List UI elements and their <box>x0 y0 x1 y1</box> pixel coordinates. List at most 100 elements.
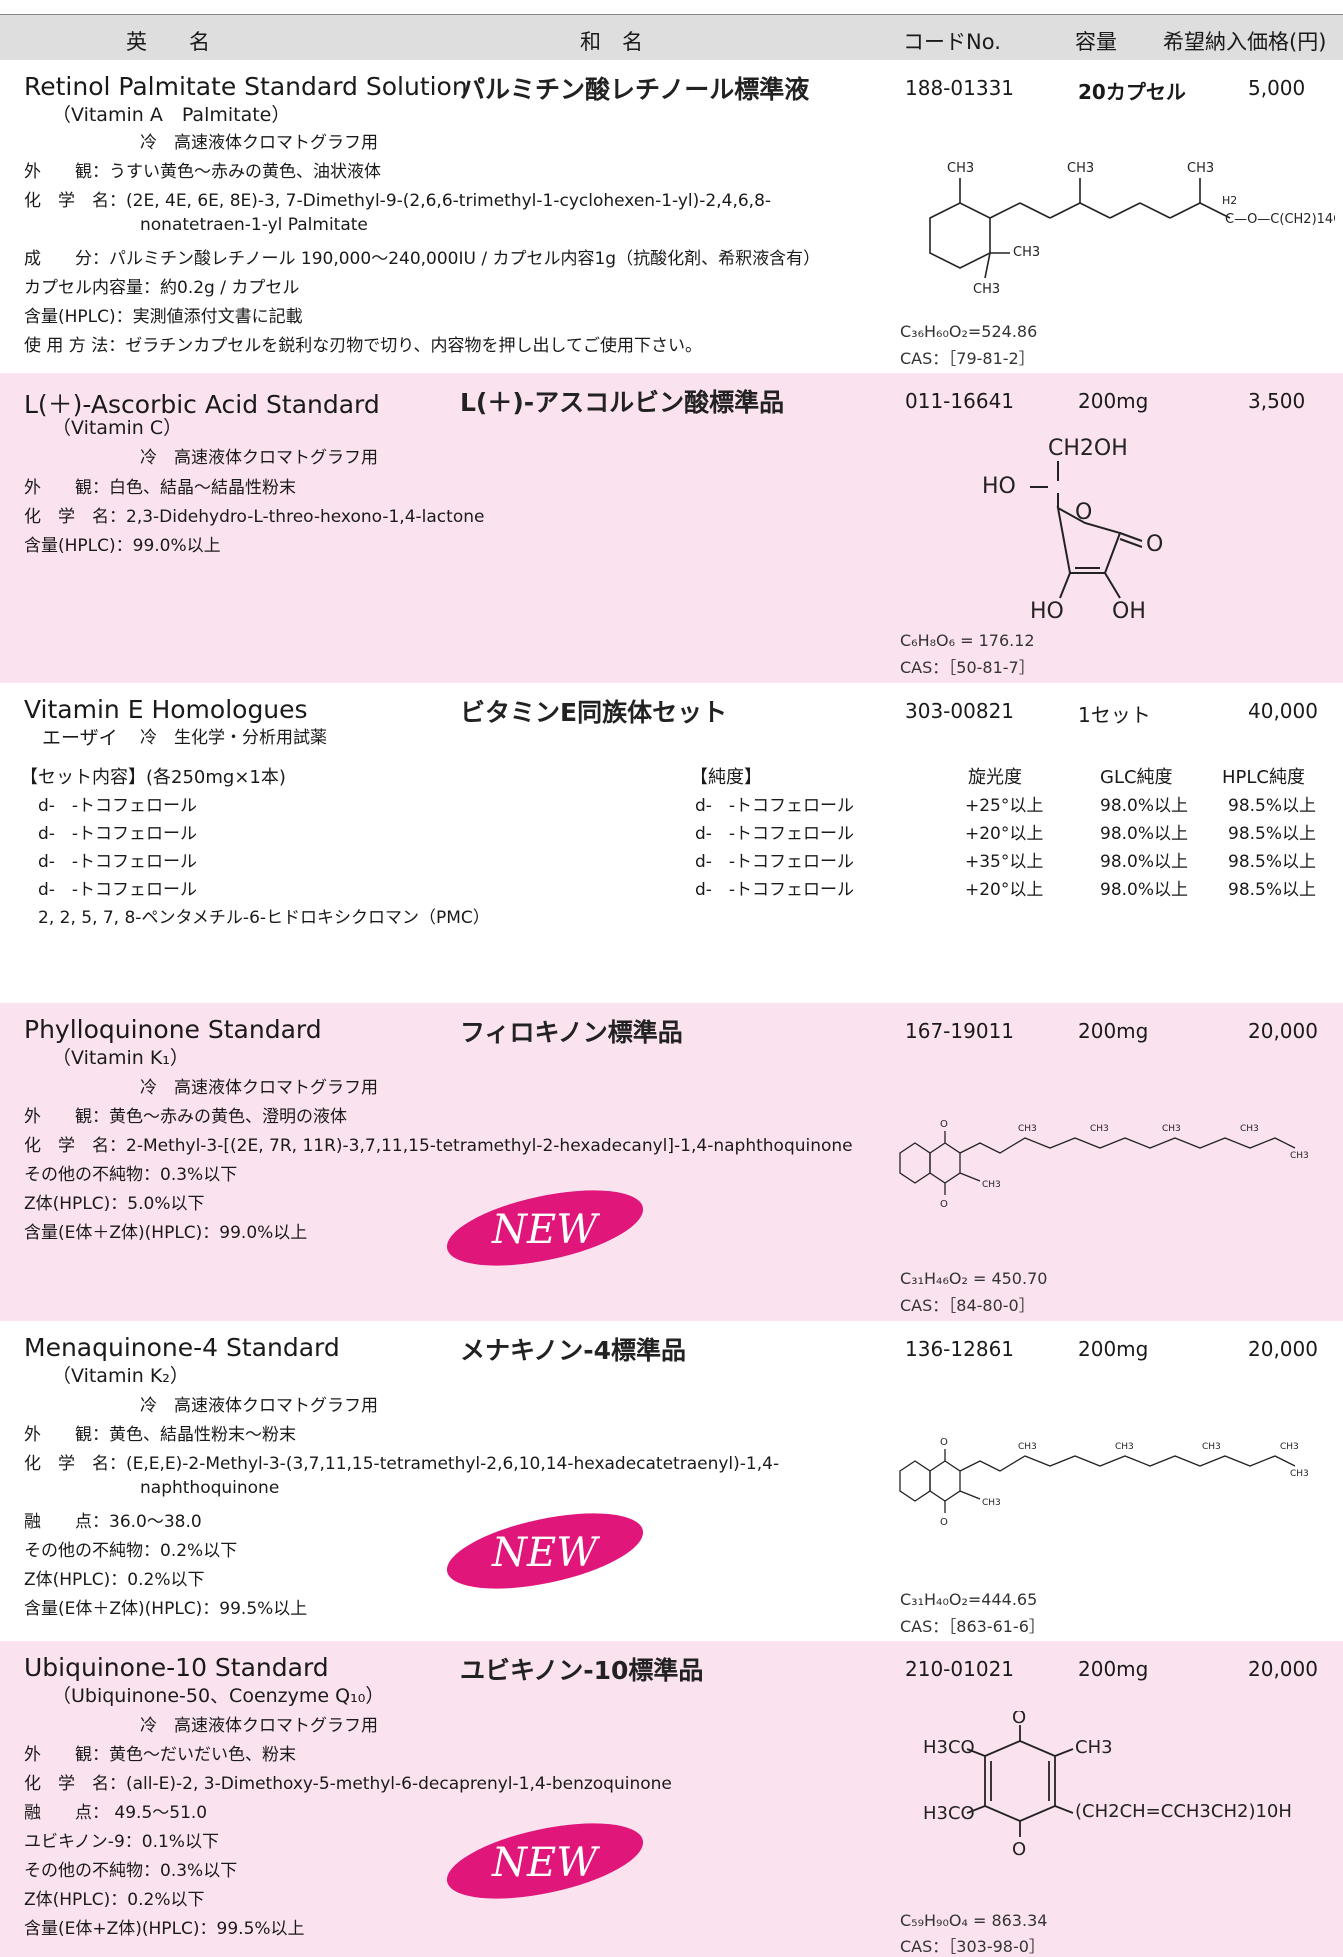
product-english-name: Vitamin E Homologues <box>24 695 308 724</box>
product-usage-note: 冷 高速液体クロマトグラフ用 <box>140 1716 378 1736</box>
product-japanese-name: メナキノン-4標準品 <box>460 1336 687 1365</box>
purity-col-hplc: HPLC純度 <box>1222 767 1305 788</box>
header-english-name: 英 名 <box>126 30 210 54</box>
new-badge: NEW <box>446 1190 644 1266</box>
svg-text:H2: H2 <box>1222 194 1237 207</box>
purity-row-glc: 98.0%以上 <box>1100 880 1189 900</box>
svg-text:OH: OH <box>1112 599 1146 623</box>
prop-impurities: その他の不純物：0.3%以下 <box>24 1861 238 1881</box>
purity-row-rotation: +20°以上 <box>965 880 1044 900</box>
product-price: 20,000 <box>1248 1019 1318 1043</box>
product-ubiquinone-10: Ubiquinone-10 Standard ユビキノン-10標準品 210-0… <box>0 1641 1343 1957</box>
set-item: d- -トコフェロール <box>38 824 198 844</box>
product-price: 5,000 <box>1248 76 1306 100</box>
svg-text:CH3: CH3 <box>1202 1442 1221 1452</box>
svg-text:CH2OH: CH2OH <box>1048 436 1128 461</box>
product-code: 303-00821 <box>905 699 1015 723</box>
svg-text:CH3: CH3 <box>947 161 974 176</box>
prop-chemical-name: 化 学 名：2-Methyl-3-[(2E, 7R, 11R)-3,7,11,1… <box>24 1136 853 1156</box>
product-subtitle: （Vitamin A Palmitate） <box>52 104 291 126</box>
new-badge: NEW <box>446 1513 644 1589</box>
purity-row-hplc: 98.5%以上 <box>1228 824 1317 844</box>
svg-text:CH3: CH3 <box>1280 1442 1299 1452</box>
product-japanese-name: ビタミンE同族体セット <box>460 698 728 727</box>
prop-assay: 含量(E体＋Z体)(HPLC)：99.5%以上 <box>24 1599 308 1619</box>
svg-text:HO: HO <box>1030 599 1064 623</box>
prop-appearance: 外 観：うすい黄色～赤みの黄色、油状液体 <box>24 162 381 182</box>
product-size: 200mg <box>1078 1657 1149 1681</box>
set-item: d- -トコフェロール <box>38 880 198 900</box>
product-maker: エーザイ <box>42 727 118 749</box>
svg-text:HO: HO <box>982 474 1016 499</box>
purity-row-name: d- -トコフェロール <box>695 880 855 900</box>
prop-assay: 含量(E体+Z体)(HPLC)：99.5%以上 <box>24 1919 305 1939</box>
product-usage-note: 冷 高速液体クロマトグラフ用 <box>140 133 378 153</box>
set-item: d- -トコフェロール <box>38 852 198 872</box>
prop-z-isomer: Z体(HPLC)：0.2%以下 <box>24 1890 205 1910</box>
prop-chemical-name: 化 学 名：2,3-Didehydro-L-threo-hexono-1,4-l… <box>24 507 485 527</box>
prop-appearance: 外 観：黄色、結晶性粉末～粉末 <box>24 1425 296 1445</box>
purity-row-name: d- -トコフェロール <box>695 824 855 844</box>
cas-number: CAS：［50-81-7］ <box>900 658 1035 677</box>
purity-row-rotation: +25°以上 <box>965 796 1044 816</box>
svg-text:CH3: CH3 <box>1187 161 1214 176</box>
product-english-name: Ubiquinone-10 Standard <box>24 1653 329 1682</box>
product-usage-note: 冷 生化学・分析用試薬 <box>140 728 327 748</box>
product-japanese-name: パルミチン酸レチノール標準液 <box>460 75 810 104</box>
svg-text:CH3: CH3 <box>1090 1124 1109 1134</box>
svg-text:CH3: CH3 <box>1075 1737 1113 1758</box>
svg-text:H3CO: H3CO <box>923 1803 975 1824</box>
prop-capsule-content: カプセル内容量：約0.2g / カプセル <box>24 278 300 298</box>
set-contents-title: 【セット内容】(各250mg×1本) <box>20 767 286 788</box>
prop-melting-point: 融 点：36.0～38.0 <box>24 1512 202 1532</box>
svg-text:CH3: CH3 <box>973 282 1000 297</box>
header-size: 容量 <box>1075 30 1117 54</box>
purity-title: 【純度】 <box>690 767 762 788</box>
product-usage-note: 冷 高速液体クロマトグラフ用 <box>140 1396 378 1416</box>
svg-text:O: O <box>1012 1839 1026 1860</box>
svg-text:O: O <box>940 1119 948 1130</box>
header-code: コードNo. <box>903 30 1001 54</box>
new-badge: NEW <box>446 1823 644 1899</box>
product-english-name: Retinol Palmitate Standard Solution <box>24 72 468 101</box>
purity-row-glc: 98.0%以上 <box>1100 852 1189 872</box>
product-price: 40,000 <box>1248 699 1318 723</box>
set-item: d- -トコフェロール <box>38 796 198 816</box>
prop-appearance: 外 観：白色、結晶～結晶性粉末 <box>24 478 296 498</box>
purity-row-name: d- -トコフェロール <box>695 796 855 816</box>
product-usage-note: 冷 高速液体クロマトグラフ用 <box>140 448 378 468</box>
molecular-formula: C₅₉H₉₀O₄ = 863.34 <box>900 1911 1048 1930</box>
product-size: 200mg <box>1078 389 1149 413</box>
prop-appearance: 外 観：黄色～赤みの黄色、澄明の液体 <box>24 1107 347 1127</box>
product-japanese-name: ユビキノン-10標準品 <box>460 1656 704 1685</box>
product-price: 3,500 <box>1248 389 1306 413</box>
svg-text:NEW: NEW <box>491 1840 600 1886</box>
purity-row-glc: 98.0%以上 <box>1100 796 1189 816</box>
product-vitamin-e-homologues: Vitamin E Homologues ビタミンE同族体セット 303-008… <box>0 683 1343 1004</box>
prop-chemical-name: 化 学 名：(all-E)-2, 3-Dimethoxy-5-methyl-6-… <box>24 1774 672 1794</box>
svg-text:O: O <box>1146 532 1163 557</box>
prop-ubiquinone-9: ユビキノン-9：0.1%以下 <box>24 1832 219 1852</box>
svg-text:H3CO: H3CO <box>923 1737 975 1758</box>
molecular-formula: C₃₆H₆₀O₂=524.86 <box>900 322 1038 341</box>
cas-number: CAS：［303-98-0］ <box>900 1937 1045 1956</box>
product-retinol-palmitate: Retinol Palmitate Standard Solution パルミチ… <box>0 60 1343 374</box>
product-price: 20,000 <box>1248 1657 1318 1681</box>
svg-text:CH3: CH3 <box>1240 1124 1259 1134</box>
header-price: 希望納入価格(円) <box>1163 30 1327 54</box>
prop-chemical-name: 化 学 名：(2E, 4E, 6E, 8E)-3, 7-Dimethyl-9-(… <box>24 191 772 211</box>
purity-col-glc: GLC純度 <box>1100 767 1173 788</box>
product-code: 136-12861 <box>905 1337 1015 1361</box>
product-phylloquinone: Phylloquinone Standard フィロキノン標準品 167-190… <box>0 1003 1343 1322</box>
product-english-name: Phylloquinone Standard <box>24 1015 322 1044</box>
prop-chemical-name-cont: naphthoquinone <box>140 1478 280 1498</box>
svg-text:O: O <box>940 1517 948 1528</box>
svg-text:O: O <box>940 1437 948 1448</box>
prop-impurities: その他の不純物：0.2%以下 <box>24 1541 238 1561</box>
purity-row-hplc: 98.5%以上 <box>1228 880 1317 900</box>
prop-impurities: その他の不純物：0.3%以下 <box>24 1165 238 1185</box>
